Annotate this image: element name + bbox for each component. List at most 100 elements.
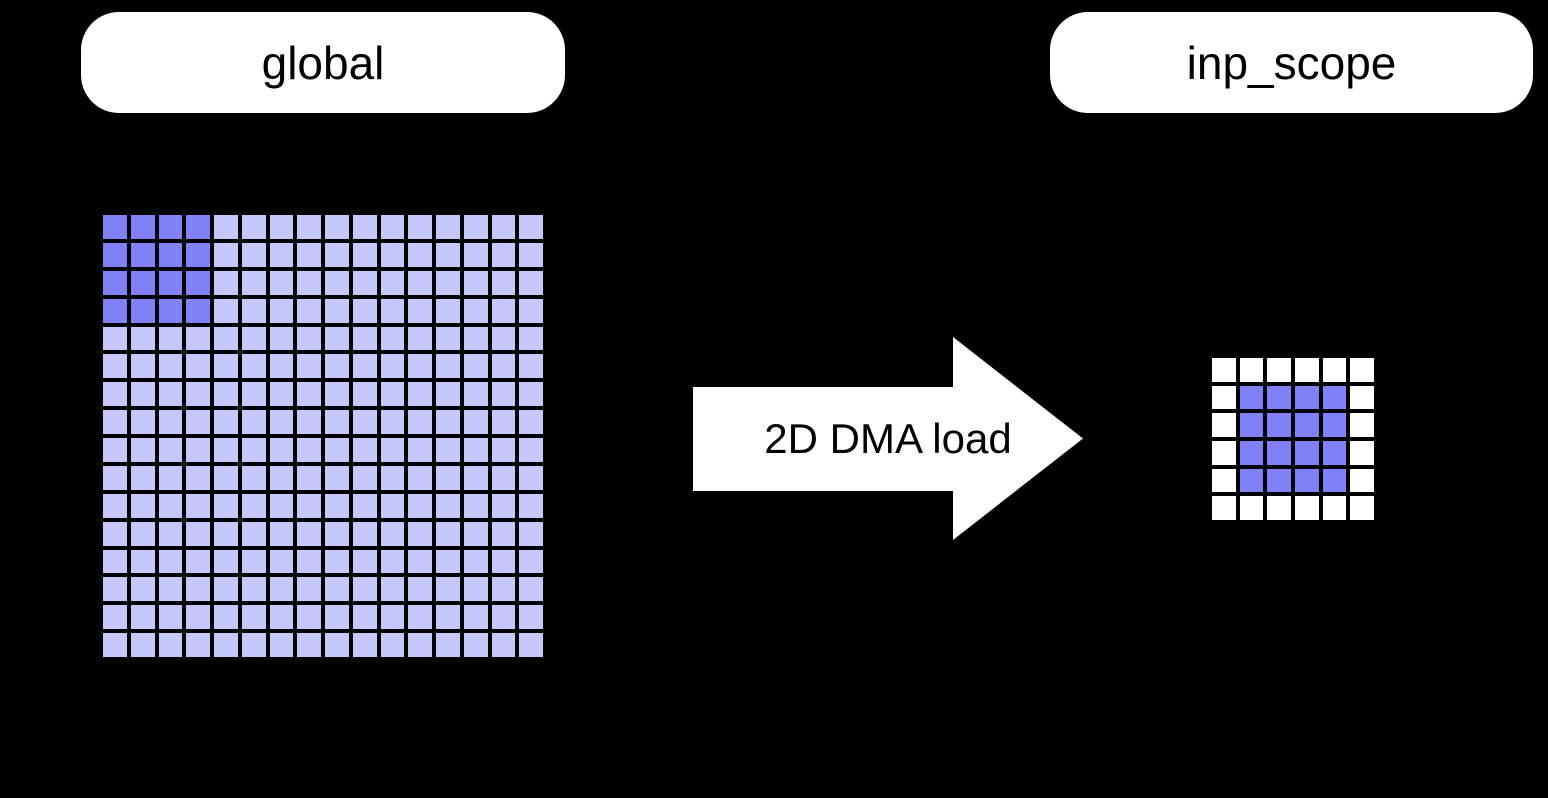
grid-cell	[461, 463, 490, 492]
grid-cell	[489, 575, 518, 604]
grid-cell	[267, 324, 296, 353]
grid-cell	[323, 631, 351, 659]
grid-cell	[156, 519, 185, 548]
global-memory-grid	[101, 213, 545, 659]
grid-cell	[239, 352, 268, 381]
grid-cell	[128, 324, 157, 353]
grid-cell	[378, 240, 407, 269]
grid-cell-highlighted	[156, 268, 185, 297]
grid-cell	[434, 631, 462, 659]
grid-cell	[489, 240, 518, 269]
grid-cell	[350, 547, 379, 576]
grid-cell	[128, 491, 157, 520]
grid-cell	[239, 547, 268, 576]
grid-cell	[406, 296, 434, 325]
grid-cell	[295, 380, 323, 409]
grid-cell	[1348, 356, 1376, 384]
grid-cell	[295, 240, 323, 269]
grid-cell	[378, 547, 407, 576]
grid-cell	[406, 268, 434, 297]
grid-cell	[378, 575, 407, 604]
grid-cell	[323, 463, 351, 492]
grid-cell	[239, 213, 268, 241]
grid-cell	[128, 436, 157, 464]
grid-cell	[295, 324, 323, 353]
grid-cell	[323, 491, 351, 520]
grid-cell-highlighted	[101, 240, 129, 269]
grid-cell	[406, 380, 434, 409]
grid-cell-highlighted	[156, 296, 185, 325]
grid-cell	[378, 380, 407, 409]
grid-cell	[517, 380, 545, 409]
grid-cell	[461, 296, 490, 325]
inp-scope-label-text: inp_scope	[1186, 36, 1397, 89]
grid-cell	[350, 436, 379, 464]
grid-cell	[239, 408, 268, 436]
grid-cell	[184, 575, 212, 604]
grid-cell	[239, 324, 268, 353]
grid-cell	[378, 463, 407, 492]
grid-cell	[239, 380, 268, 409]
grid-cell	[184, 463, 212, 492]
grid-cell	[461, 491, 490, 520]
grid-cell	[323, 408, 351, 436]
grid-cell	[128, 631, 157, 659]
grid-cell-highlighted	[1265, 411, 1293, 439]
grid-cell-highlighted	[1320, 438, 1349, 467]
grid-cell	[156, 575, 185, 604]
grid-cell	[101, 631, 129, 659]
grid-cell	[267, 352, 296, 381]
grid-cell	[461, 380, 490, 409]
grid-cell	[212, 268, 240, 297]
grid-cell	[378, 519, 407, 548]
grid-cell-highlighted	[184, 213, 212, 241]
grid-cell	[350, 296, 379, 325]
grid-cell	[378, 213, 407, 241]
grid-cell	[350, 491, 379, 520]
grid-cell	[239, 603, 268, 632]
grid-cell	[239, 268, 268, 297]
grid-cell-highlighted	[156, 240, 185, 269]
grid-cell-highlighted	[101, 296, 129, 325]
grid-cell	[323, 296, 351, 325]
grid-cell	[1348, 383, 1376, 412]
grid-cell	[267, 631, 296, 659]
grid-cell	[267, 296, 296, 325]
grid-cell	[434, 547, 462, 576]
grid-cell	[295, 463, 323, 492]
grid-cell	[489, 491, 518, 520]
grid-cell	[295, 547, 323, 576]
grid-cell	[1348, 411, 1376, 439]
grid-cell	[267, 408, 296, 436]
grid-cell	[489, 408, 518, 436]
grid-cell	[295, 491, 323, 520]
grid-cell	[323, 324, 351, 353]
grid-cell	[156, 436, 185, 464]
grid-cell	[184, 408, 212, 436]
grid-cell	[323, 213, 351, 241]
grid-cell	[323, 268, 351, 297]
grid-cell-highlighted	[184, 240, 212, 269]
dma-arrow-label: 2D DMA load	[764, 414, 1012, 462]
grid-cell	[517, 352, 545, 381]
grid-cell	[489, 463, 518, 492]
grid-cell	[239, 519, 268, 548]
grid-cell	[350, 603, 379, 632]
grid-cell-highlighted	[1265, 466, 1293, 495]
grid-cell	[461, 519, 490, 548]
grid-cell	[295, 296, 323, 325]
grid-cell	[1210, 494, 1238, 522]
grid-cell	[184, 547, 212, 576]
grid-cell	[406, 575, 434, 604]
grid-cell	[434, 324, 462, 353]
grid-cell	[434, 213, 462, 241]
grid-cell	[101, 463, 129, 492]
grid-cell	[212, 408, 240, 436]
grid-cell	[406, 213, 434, 241]
grid-cell	[489, 213, 518, 241]
grid-cell	[1210, 356, 1238, 384]
grid-cell	[517, 213, 545, 241]
grid-cell	[489, 603, 518, 632]
grid-cell	[101, 575, 129, 604]
grid-cell	[128, 463, 157, 492]
